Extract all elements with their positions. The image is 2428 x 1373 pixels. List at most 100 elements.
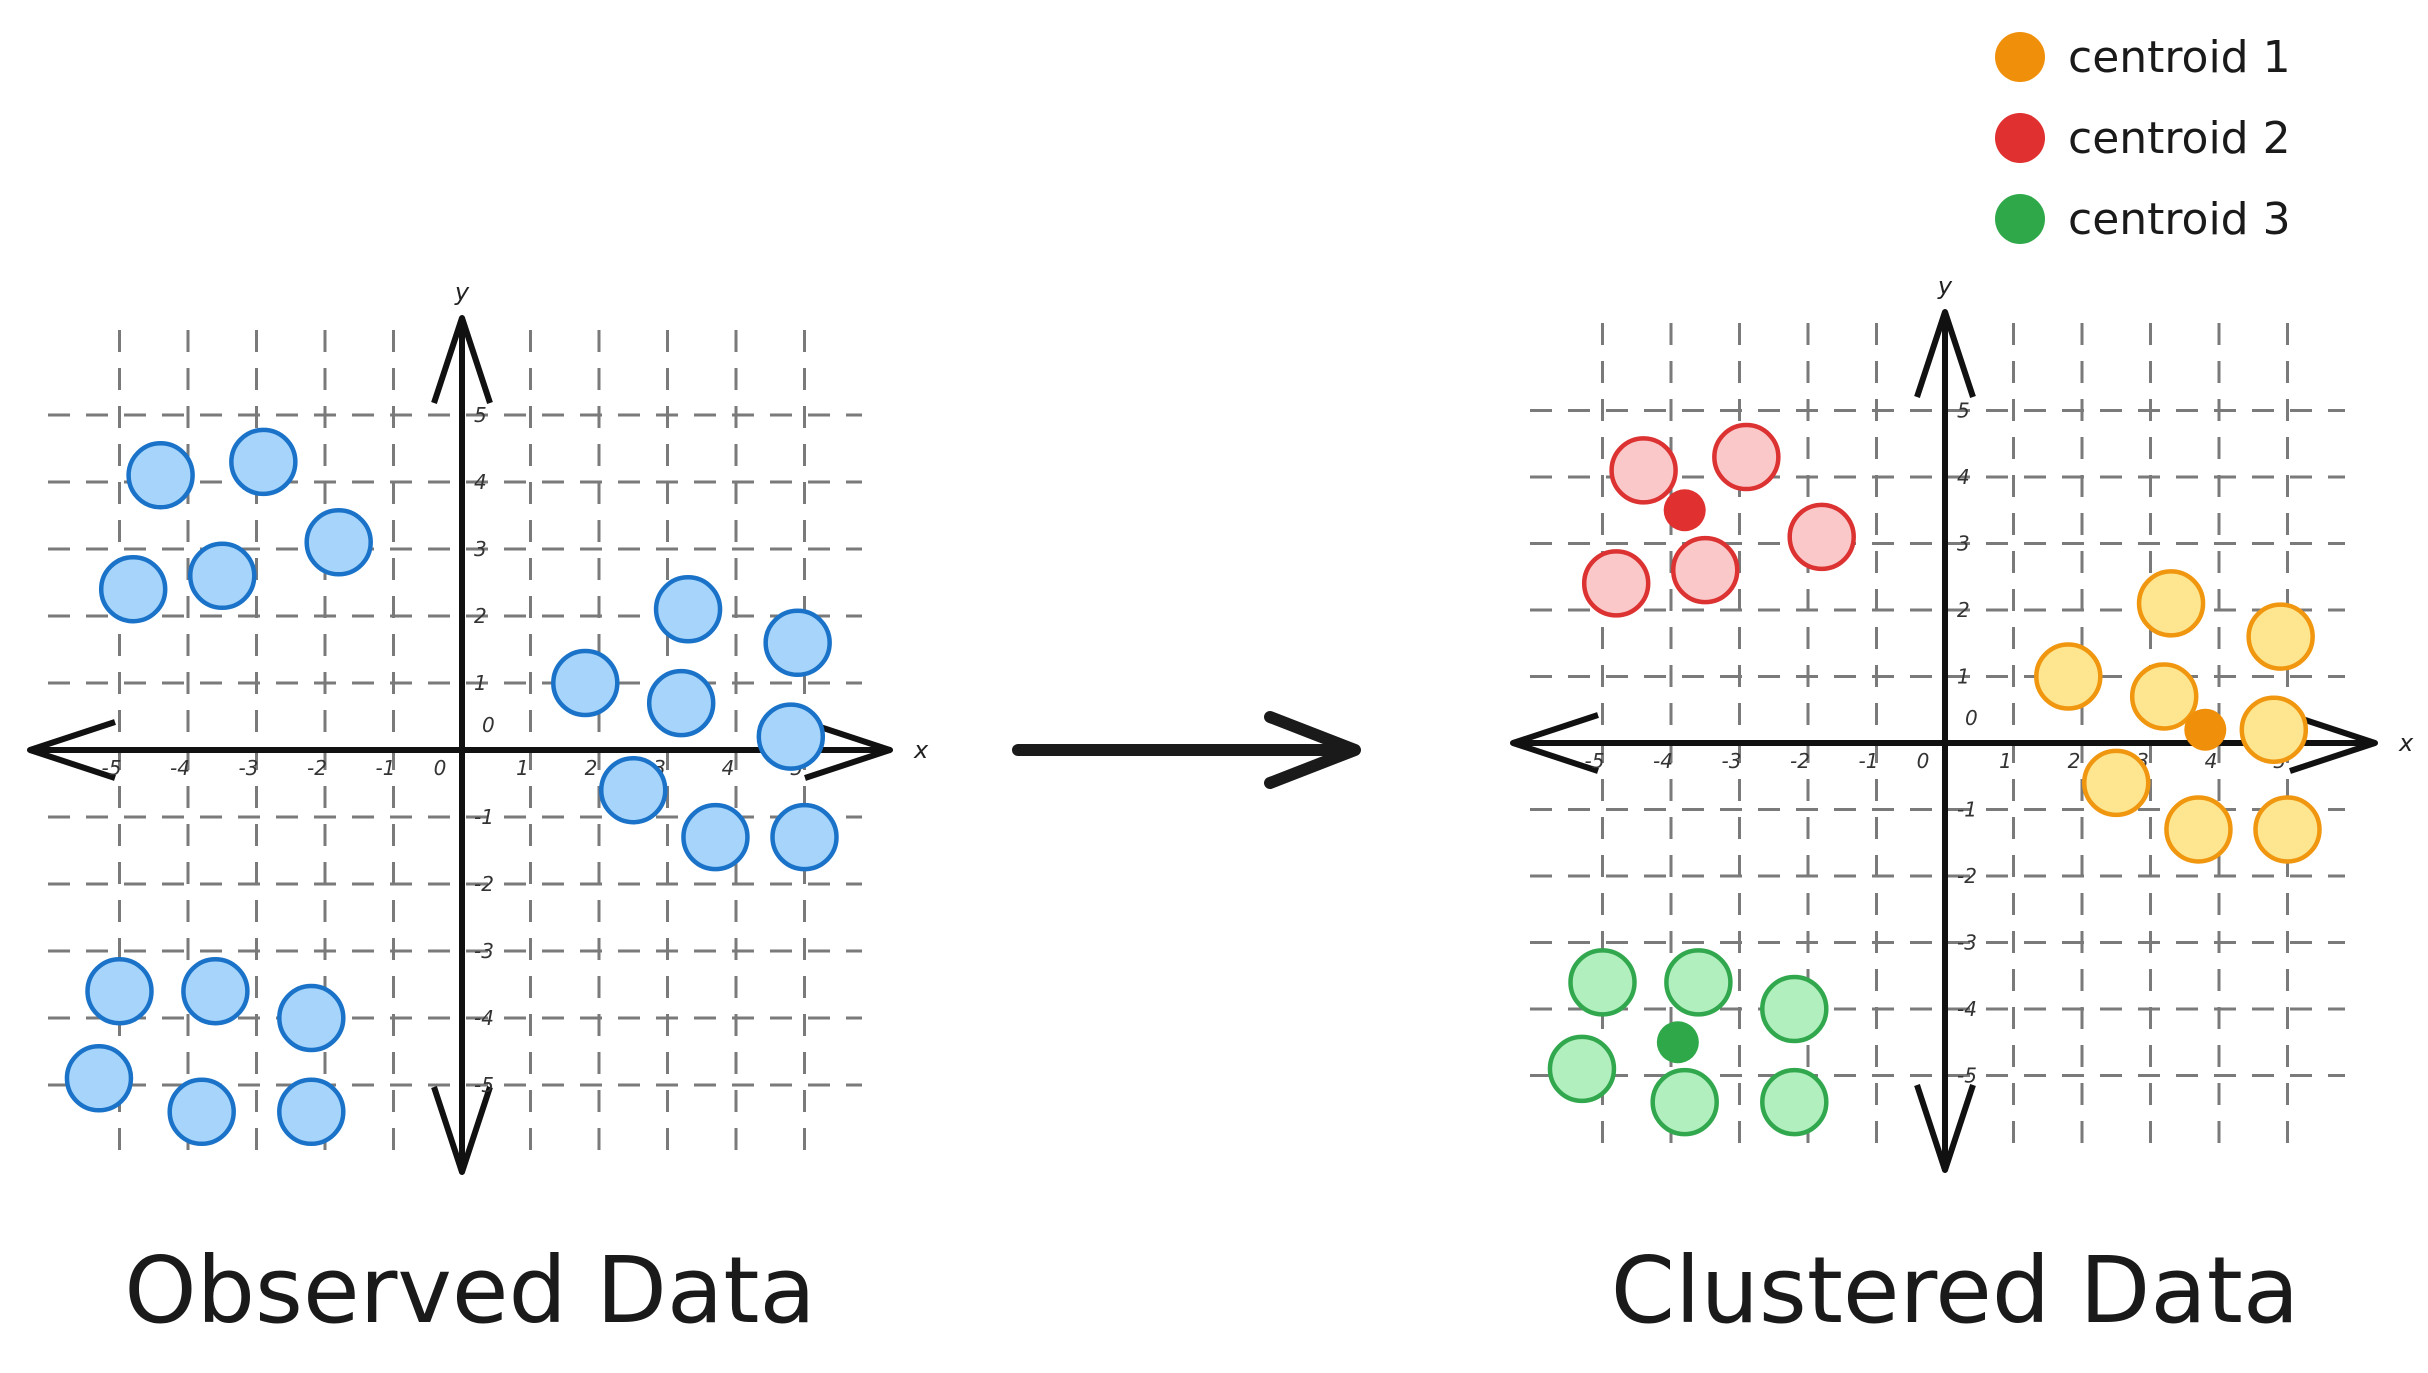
axes xyxy=(27,315,893,1175)
observed-data-chart: xy-5-4-3-2-1012345543210-1-2-3-4-5 xyxy=(27,278,929,1175)
legend-label: centroid 1 xyxy=(2068,32,2291,83)
x-axis-left-arrowhead xyxy=(27,719,116,781)
x-tick-label: 1 xyxy=(1999,749,2012,773)
cluster-point xyxy=(1664,948,1733,1017)
y-tick-label: -5 xyxy=(474,1073,494,1097)
y-tick-label: 0 xyxy=(1965,706,1978,730)
cluster-point xyxy=(2136,569,2206,638)
x-tick-label: 2 xyxy=(585,756,598,780)
x-tick-label: 0 xyxy=(1917,749,1930,773)
centroid-marker xyxy=(1663,489,1706,532)
cluster-point xyxy=(1787,502,1856,572)
x-tick-label: 4 xyxy=(2205,749,2218,773)
axes xyxy=(1510,309,2378,1173)
data-point xyxy=(126,441,195,510)
cluster-point xyxy=(1712,422,1781,492)
data-point xyxy=(277,1077,346,1147)
data-point xyxy=(653,575,723,644)
data-point xyxy=(551,648,620,718)
cluster-point xyxy=(1609,436,1678,505)
x-tick-label: -4 xyxy=(170,756,190,780)
legend: centroid 1 centroid 2 centroid 3 xyxy=(1995,32,2291,245)
x-tick-label: 1 xyxy=(516,756,529,780)
x-tick-label: -2 xyxy=(1790,749,1810,773)
data-point xyxy=(681,802,750,872)
y-tick-label: -4 xyxy=(1957,997,1977,1021)
observed-data-caption: Observed Data xyxy=(124,1237,816,1344)
data-point xyxy=(756,702,826,771)
data-point xyxy=(304,508,373,577)
data-point xyxy=(98,554,168,624)
x-axis-right-arrowhead xyxy=(804,719,893,781)
x-tick-label: -1 xyxy=(376,756,396,780)
grid xyxy=(1530,323,2345,1158)
y-tick-label: 3 xyxy=(474,537,487,561)
data-point xyxy=(770,802,839,872)
cluster-point xyxy=(2239,695,2309,764)
y-axis-label: y xyxy=(1937,272,1953,300)
y-tick-label: -3 xyxy=(474,939,494,963)
y-tick-label: 1 xyxy=(474,671,487,695)
x-tick-label: -5 xyxy=(1585,749,1605,773)
y-tick-label: 2 xyxy=(1957,598,1970,622)
y-tick-label: -4 xyxy=(474,1006,494,1030)
centroid-marker xyxy=(1656,1021,1699,1064)
clustered-data-chart: xy-5-4-3-2-1012345543210-1-2-3-4-5 xyxy=(1510,272,2414,1173)
cluster-point xyxy=(2129,662,2199,731)
cluster-point xyxy=(2253,795,2322,864)
cluster-point xyxy=(1568,948,1637,1017)
y-axis-bottom-arrowhead xyxy=(431,1086,493,1175)
data-point xyxy=(167,1077,236,1147)
x-tick-label: -2 xyxy=(307,756,327,780)
legend-entry: centroid 2 xyxy=(1995,113,2291,164)
x-tick-label: 2 xyxy=(2068,749,2081,773)
y-tick-label: 2 xyxy=(474,604,487,628)
y-tick-label: 4 xyxy=(1957,465,1970,489)
cluster-point xyxy=(2034,642,2103,711)
y-axis-label: y xyxy=(454,278,470,306)
x-axis-label: x xyxy=(2398,729,2414,757)
legend-label: centroid 3 xyxy=(2068,194,2291,245)
legend-entry: centroid 1 xyxy=(1995,32,2291,83)
cluster-point xyxy=(1581,549,1651,618)
y-tick-label: 1 xyxy=(1957,665,1970,689)
cluster-point xyxy=(2246,602,2315,671)
x-tick-label: 4 xyxy=(722,756,735,780)
legend-label: centroid 2 xyxy=(2068,113,2291,164)
legend-entry: centroid 3 xyxy=(1995,194,2291,245)
centroid-marker xyxy=(2184,708,2227,751)
cluster-point xyxy=(1671,535,1740,605)
y-tick-label: -1 xyxy=(1957,798,1977,822)
y-tick-label: -2 xyxy=(1957,864,1977,888)
data-point xyxy=(229,427,298,497)
data-point xyxy=(181,956,250,1026)
y-tick-label: -3 xyxy=(1957,931,1977,955)
y-tick-label: 0 xyxy=(482,713,495,737)
tick-labels: -5-4-3-2-1012345543210-1-2-3-4-5 xyxy=(102,403,803,1097)
x-tick-label: 0 xyxy=(434,756,447,780)
y-tick-label: -2 xyxy=(474,872,494,896)
y-tick-label: -5 xyxy=(1957,1064,1977,1088)
data-point xyxy=(599,755,668,825)
x-axis-left-arrowhead xyxy=(1510,712,1599,774)
cluster-point xyxy=(1760,1067,1829,1137)
transform-arrow xyxy=(1012,711,1361,789)
legend-swatch xyxy=(1995,32,2045,82)
data-point xyxy=(646,668,716,738)
data-point xyxy=(188,541,257,611)
data-point xyxy=(85,956,154,1026)
data-points xyxy=(1547,422,2322,1137)
cluster-point xyxy=(2082,748,2151,818)
x-axis-label: x xyxy=(913,736,929,764)
legend-swatch xyxy=(1995,113,2045,163)
legend-swatch xyxy=(1995,194,2045,244)
cluster-point xyxy=(1760,974,1829,1044)
y-tick-label: 4 xyxy=(474,470,487,494)
data-points xyxy=(64,427,839,1147)
y-tick-label: 5 xyxy=(1957,399,1970,423)
cluster-point xyxy=(1547,1034,1617,1104)
data-point xyxy=(763,608,832,678)
clustered-data-caption: Clustered Data xyxy=(1611,1237,2299,1344)
data-point xyxy=(64,1044,134,1113)
